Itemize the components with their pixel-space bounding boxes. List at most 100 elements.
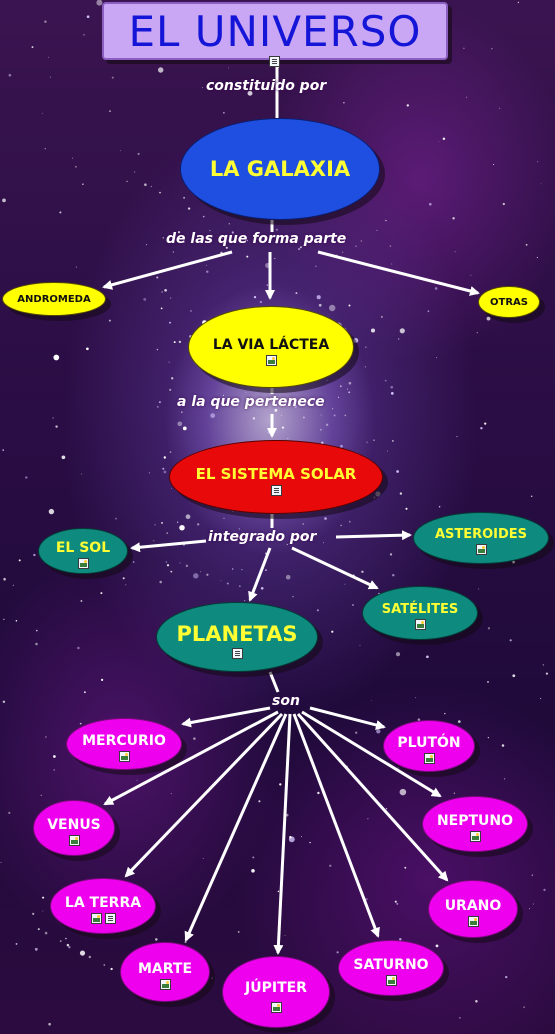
node-satelites-label: SATÉLITES <box>381 602 459 617</box>
star <box>220 237 223 240</box>
node-urano-label: URANO <box>444 897 502 914</box>
image-icon[interactable] <box>423 752 435 764</box>
star <box>223 111 225 114</box>
star <box>3 618 5 621</box>
star <box>385 219 387 222</box>
star <box>251 868 255 873</box>
star <box>245 392 247 394</box>
star <box>399 492 403 495</box>
line-to-venus <box>103 710 279 806</box>
document-icon[interactable] <box>270 484 282 496</box>
document-icon[interactable] <box>104 912 116 924</box>
star <box>359 645 361 646</box>
star <box>83 691 86 694</box>
star <box>453 792 456 794</box>
node-otras[interactable]: OTRAS <box>478 286 540 318</box>
star <box>207 236 210 239</box>
star <box>223 517 225 519</box>
node-venus[interactable]: VENUS <box>33 800 115 856</box>
node-asteroides[interactable]: ASTEROIDES <box>413 512 549 564</box>
node-jupiter[interactable]: JÚPITER <box>222 956 330 1028</box>
star <box>114 517 118 520</box>
star <box>375 491 381 497</box>
star <box>223 394 224 396</box>
line-to-marte <box>184 713 288 942</box>
star <box>44 147 47 150</box>
star <box>529 908 530 910</box>
star <box>487 680 489 683</box>
image-icon[interactable] <box>77 557 89 569</box>
star <box>252 856 255 859</box>
star <box>71 157 73 159</box>
line-to-sol <box>130 539 207 553</box>
image-icon[interactable] <box>270 1001 282 1013</box>
node-marte[interactable]: MARTE <box>120 942 210 1002</box>
node-sistema-solar[interactable]: EL SISTEMA SOLAR <box>169 440 383 514</box>
document-icon[interactable] <box>231 647 243 659</box>
star <box>163 456 166 459</box>
star <box>59 940 62 943</box>
link-integrado-por: integrado por <box>208 529 317 545</box>
star <box>0 861 2 864</box>
star <box>480 427 483 430</box>
star <box>181 411 183 413</box>
node-urano[interactable]: URANO <box>428 880 518 938</box>
star <box>343 102 345 104</box>
node-via-lactea[interactable]: LA VIA LÁCTEA <box>188 306 354 388</box>
node-satelites[interactable]: SATÉLITES <box>362 586 478 640</box>
star <box>205 264 208 266</box>
star <box>15 942 18 945</box>
line-to-otras <box>317 250 480 296</box>
star <box>177 231 181 234</box>
image-icon[interactable] <box>90 912 102 924</box>
star <box>159 191 161 194</box>
node-galaxia[interactable]: LA GALAXIA <box>180 118 380 220</box>
star <box>42 910 44 912</box>
star <box>459 1017 461 1019</box>
image-icon[interactable] <box>159 978 171 990</box>
image-icon[interactable] <box>475 544 487 555</box>
star <box>344 414 347 417</box>
star <box>241 569 243 571</box>
image-icon[interactable] <box>414 619 426 630</box>
star <box>33 553 36 557</box>
document-icon[interactable] <box>269 56 280 67</box>
node-sol[interactable]: EL SOL <box>38 528 128 574</box>
node-pluton[interactable]: PLUTÓN <box>383 720 475 772</box>
line-to-saturno <box>292 713 380 938</box>
star <box>259 300 263 304</box>
image-icon[interactable] <box>385 974 397 986</box>
star <box>253 295 257 299</box>
star <box>501 744 505 747</box>
star <box>484 422 487 425</box>
image-icon[interactable] <box>265 354 277 366</box>
image-icon[interactable] <box>118 750 130 762</box>
node-andromeda[interactable]: ANDROMEDA <box>2 282 106 316</box>
concept-map-title: EL UNIVERSO <box>102 2 448 60</box>
node-mercurio[interactable]: MERCURIO <box>66 718 182 770</box>
node-la-terra[interactable]: LA TERRA <box>50 878 156 934</box>
star <box>231 231 234 234</box>
star <box>277 890 280 893</box>
star <box>498 107 501 110</box>
star <box>258 800 261 803</box>
star <box>160 307 163 310</box>
star <box>53 755 56 758</box>
star <box>79 950 86 956</box>
star <box>355 245 357 248</box>
node-neptuno[interactable]: NEPTUNO <box>422 796 528 852</box>
node-via-lactea-label: LA VIA LÁCTEA <box>212 336 330 353</box>
node-planetas[interactable]: PLANETAS <box>156 602 318 672</box>
star <box>48 1022 51 1026</box>
node-saturno[interactable]: SATURNO <box>338 940 444 996</box>
image-icon[interactable] <box>469 830 481 842</box>
star <box>397 338 400 340</box>
star <box>287 438 289 439</box>
star <box>146 244 148 246</box>
image-icon[interactable] <box>68 834 80 846</box>
star <box>3 577 6 581</box>
star <box>8 811 11 815</box>
star <box>426 655 429 659</box>
image-icon[interactable] <box>467 915 479 927</box>
star <box>134 171 136 173</box>
